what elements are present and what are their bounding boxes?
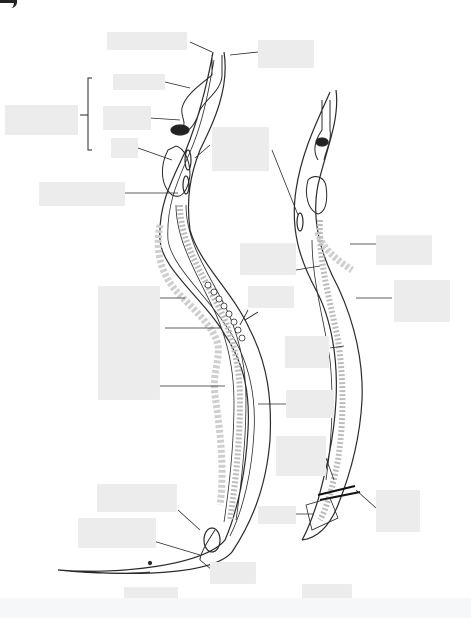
label-bursa-right — [258, 506, 296, 524]
label-uterus-side — [240, 243, 296, 275]
label-intestine-left — [286, 390, 334, 418]
label-pharynx-lower — [111, 138, 138, 158]
label-pharynx-upper — [113, 74, 165, 90]
label-pharynx-mid — [103, 106, 151, 130]
label-anus-left — [97, 484, 177, 512]
male-excretory-cell — [297, 213, 303, 231]
female-eggs — [205, 282, 245, 341]
label-ovary-block — [98, 286, 160, 400]
female-nerve-ring — [171, 125, 189, 135]
female-ovary — [158, 225, 222, 505]
female-anal-gland — [204, 528, 220, 552]
label-intestine-right — [376, 235, 432, 265]
female-intestine-edge — [176, 205, 234, 522]
label-bracket-group — [5, 105, 78, 135]
label-tail-left — [210, 562, 256, 584]
label-testis-right — [394, 280, 450, 322]
label-mouth-right — [258, 40, 314, 68]
male-spicule — [318, 486, 360, 500]
bracket — [80, 78, 92, 150]
footer-strip — [0, 598, 471, 618]
label-excretory-left — [39, 182, 125, 206]
label-excretory-right — [285, 336, 329, 368]
label-mouth-left — [107, 32, 187, 50]
female-vulva — [245, 312, 258, 320]
female-tail-dot — [149, 562, 152, 565]
label-vas-deferens-right — [276, 436, 326, 476]
female-pharynx — [178, 55, 222, 132]
male-nerve-ring — [316, 138, 328, 146]
label-vulva-side — [248, 286, 294, 308]
label-rectum-left — [78, 518, 156, 548]
label-spicule-right — [376, 490, 420, 532]
label-nerve-ring-side — [212, 127, 269, 171]
